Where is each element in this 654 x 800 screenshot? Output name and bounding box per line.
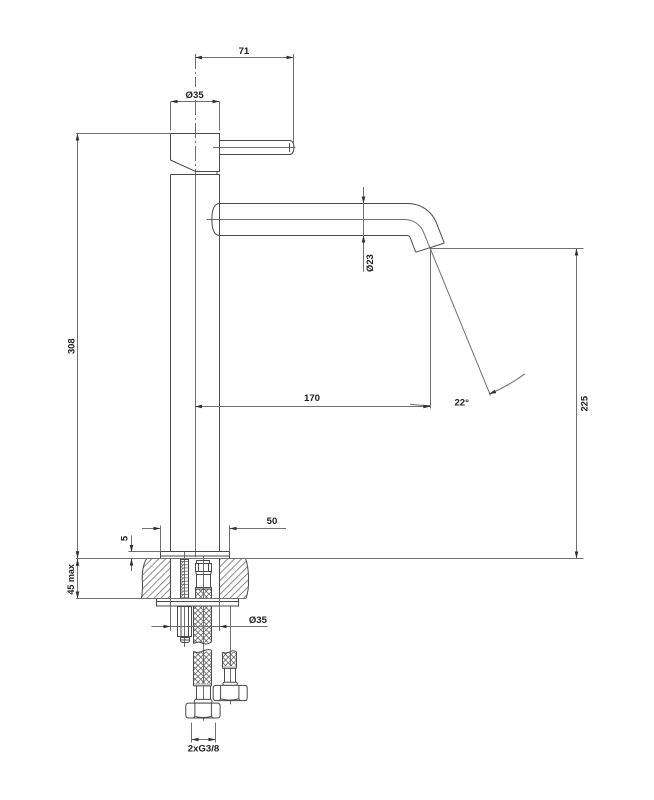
svg-text:225: 225 [578,396,589,412]
svg-text:Ø35: Ø35 [249,615,268,626]
svg-text:Ø35: Ø35 [186,90,205,101]
svg-text:2xG3/8: 2xG3/8 [188,743,220,754]
svg-text:45 max: 45 max [66,564,76,595]
svg-text:5: 5 [119,536,130,541]
svg-text:Ø23: Ø23 [364,254,375,272]
svg-text:71: 71 [239,46,250,57]
svg-text:170: 170 [304,393,320,404]
svg-text:308: 308 [65,338,76,354]
svg-text:22°: 22° [454,397,469,408]
svg-text:50: 50 [267,516,278,527]
